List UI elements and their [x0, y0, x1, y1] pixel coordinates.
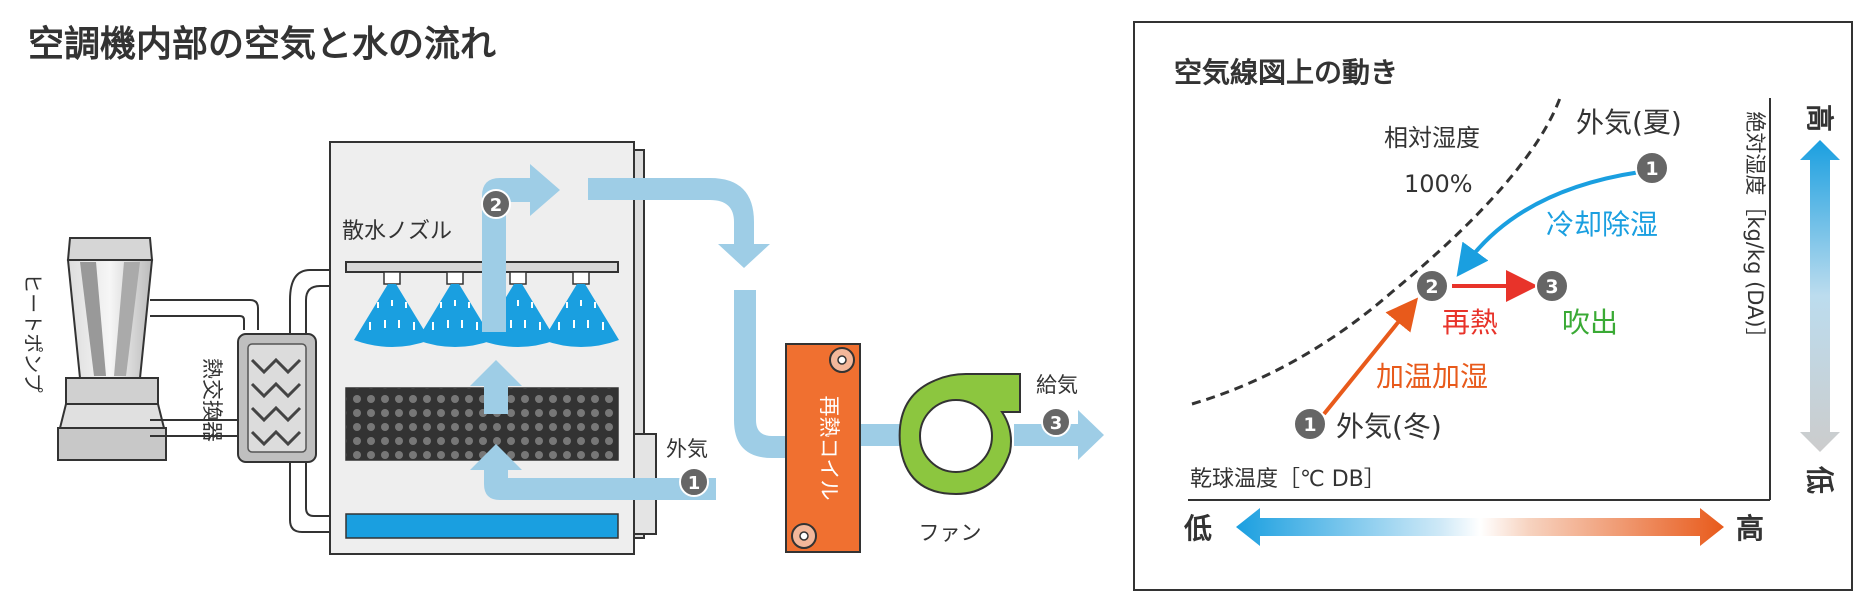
chart-point-2: 2 — [1415, 269, 1449, 303]
chart-axes — [1188, 98, 1771, 501]
fan — [898, 373, 1021, 496]
svg-text:3: 3 — [1545, 276, 1558, 298]
evaporative-media — [345, 387, 619, 461]
chart-point-1-winter: 1 — [1293, 407, 1327, 441]
reheat-coil-label: 再熱コイル — [817, 396, 841, 501]
winter-outside-air-label: 外気(冬) — [1336, 410, 1442, 443]
step-badge-1-left: 1 — [679, 467, 709, 497]
cooling-arrow — [1456, 170, 1641, 277]
svg-text:1: 1 — [688, 473, 701, 494]
rh-label-line1: 相対湿度 — [1384, 124, 1480, 152]
heating-humidify-label: 加温加湿 — [1376, 360, 1488, 393]
chart-point-3: 3 — [1535, 269, 1569, 303]
psychro-title: 空気線図上の動き — [1174, 56, 1398, 89]
heat-pump — [57, 237, 167, 461]
heat-pump-label: ヒートポンプ — [21, 273, 45, 392]
humidity-gradient-arrow — [1800, 140, 1840, 452]
psychrometric-panel — [1133, 21, 1853, 591]
supply-air-label: 給気 — [1036, 373, 1078, 397]
heat-exchanger-label: 熱交換器 — [200, 358, 224, 442]
cooling-dehumidify-label: 冷却除湿 — [1546, 208, 1658, 241]
heat-exchanger — [237, 333, 317, 463]
step-badge-2-left: 2 — [481, 189, 511, 219]
saturation-curve — [1191, 97, 1562, 406]
rh-label-line2: 100% — [1404, 170, 1473, 198]
step-badge-3-left: 3 — [1041, 407, 1071, 437]
x-high-label: 高 — [1736, 512, 1764, 545]
x-axis-label: 乾球温度［℃ DB］ — [1190, 467, 1386, 492]
reheat-coil — [785, 343, 861, 553]
heating-arrow — [1322, 297, 1419, 416]
temperature-gradient-arrow — [1236, 508, 1724, 546]
x-low-label: 低 — [1183, 512, 1212, 545]
outlet-label: 吹出 — [1562, 306, 1618, 339]
fan-label: ファン — [919, 521, 982, 545]
y-low-label: 低 — [1803, 465, 1836, 494]
left-title: 空調機内部の空気と水の流れ — [28, 24, 496, 65]
y-axis-label: 絶対湿度［kg/kg (DA)］ — [1743, 111, 1767, 348]
summer-outside-air-label: 外気(夏) — [1576, 106, 1682, 139]
svg-text:2: 2 — [490, 195, 503, 216]
y-high-label: 高 — [1803, 104, 1836, 132]
outside-air-label: 外気 — [666, 437, 708, 461]
svg-text:1: 1 — [1303, 414, 1316, 436]
water-basin — [345, 513, 619, 539]
chart-point-1-summer: 1 — [1635, 151, 1669, 185]
spray-nozzles — [354, 271, 619, 347]
nozzle-label: 散水ノズル — [342, 219, 452, 244]
reheat-label: 再熱 — [1442, 306, 1498, 339]
svg-text:3: 3 — [1050, 413, 1063, 434]
svg-text:1: 1 — [1645, 158, 1658, 180]
svg-text:2: 2 — [1425, 276, 1438, 298]
